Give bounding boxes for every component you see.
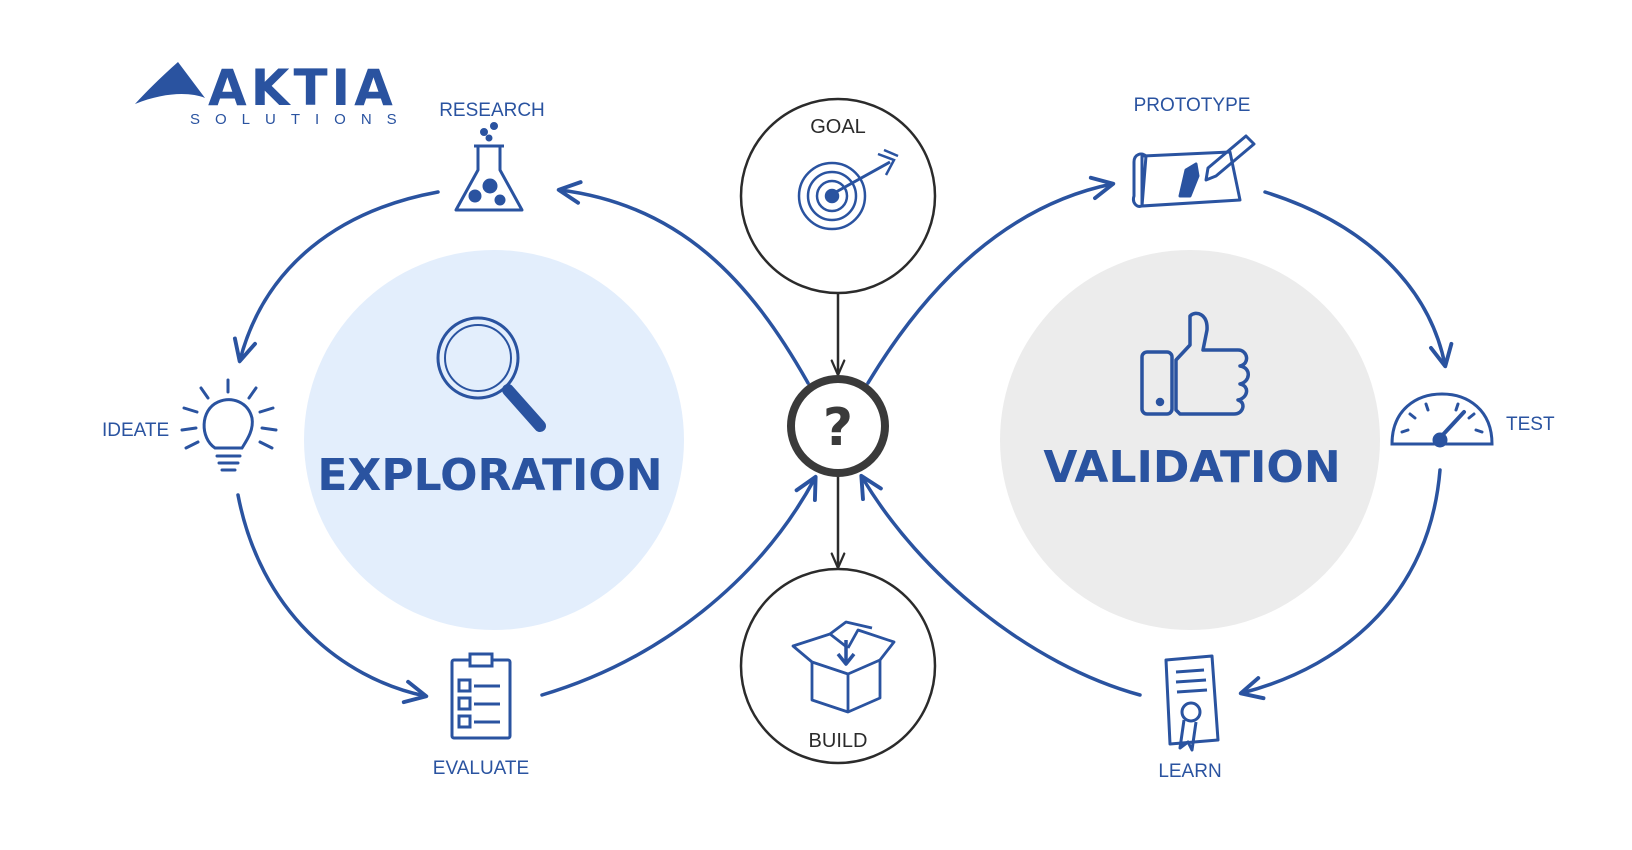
arrow-test-to-learn [1238,468,1442,701]
flask-icon [454,122,524,212]
exploration-title: EXPLORATION [317,450,662,501]
validation-loop [859,175,1454,701]
magnifier-icon [436,316,546,432]
test-step: TEST [1390,392,1555,448]
arrow-learn-to-center [859,473,1142,697]
evaluate-step: EVALUATE [433,652,529,779]
goal-node: GOAL [739,97,937,295]
prototype-label: PROTOTYPE [1134,95,1251,116]
decision-node: ? [787,375,889,477]
ideate-step: IDEATE [102,378,278,472]
arrow-center-to-prototype [866,175,1116,385]
ideate-label: IDEATE [102,420,169,441]
research-step: RESEARCH [439,100,545,212]
certificate-icon [1164,654,1220,752]
build-label: BUILD [809,730,868,752]
blueprint-icon [1132,134,1256,208]
learn-label: LEARN [1158,761,1221,782]
build-node: BUILD [739,567,937,765]
logo-mark-icon [135,62,205,104]
prototype-step: PROTOTYPE [1132,95,1256,208]
arrow-research-to-ideate [232,190,440,364]
lightbulb-icon [180,378,278,472]
exploration-area [304,250,684,630]
logo-name: AKTIA [208,59,397,117]
checklist-icon [450,652,512,740]
test-label: TEST [1506,414,1555,435]
arrow-evaluate-to-center [540,474,818,697]
goal-label: GOAL [810,116,866,138]
aktia-logo: AKTIA SOLUTIONS [135,59,412,128]
learn-step: LEARN [1158,654,1222,782]
research-label: RESEARCH [439,100,545,121]
box-icon [791,620,896,714]
question-mark: ? [823,398,853,458]
logo-tagline: SOLUTIONS [190,111,412,128]
evaluate-label: EVALUATE [433,758,529,779]
arrow-prototype-to-test [1263,190,1454,369]
validation-title: VALIDATION [1043,442,1340,493]
arrow-ideate-to-evaluate [236,493,429,705]
thumbs-up-icon [1140,311,1250,416]
target-icon [797,148,899,231]
validation-area [1000,250,1380,630]
arrow-center-to-research [556,180,810,385]
gauge-icon [1390,392,1494,448]
exploration-loop [232,180,818,705]
